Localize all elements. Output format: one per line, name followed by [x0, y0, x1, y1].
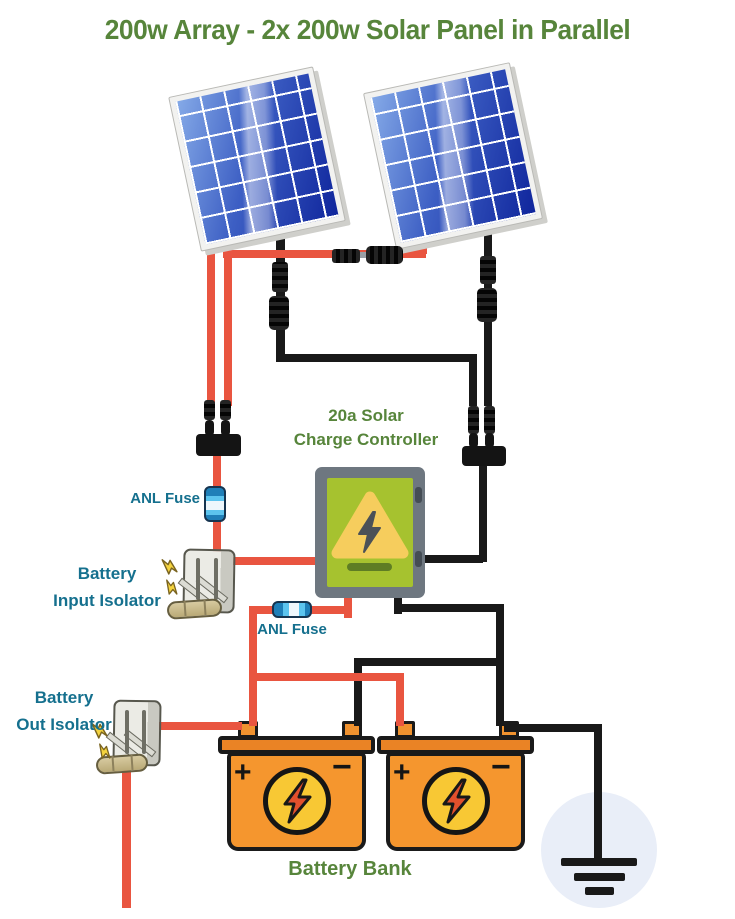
wire-out-isolator-to-battery: [158, 722, 242, 730]
battery1-minus-sign: −: [332, 748, 352, 786]
battery2-minus-sign: −: [491, 748, 511, 786]
out-isolator-label: Battery Out Isolator: [0, 684, 128, 738]
battery1-plus-sign: +: [234, 756, 252, 789]
lightning-bolt-icon: [91, 723, 108, 739]
wire-positive-horizontal: [223, 250, 426, 258]
solar-cells-grid: [175, 73, 339, 245]
wire-controller-negative-out: [394, 592, 402, 614]
mc4-connector-icon: [477, 288, 497, 322]
controller-vent-bar: [347, 563, 392, 571]
ground-icon: [585, 887, 614, 895]
isolator-slot: [142, 710, 146, 754]
input-isolator-label-line2: Input Isolator: [53, 591, 161, 610]
out-isolator-label-line1: Battery: [34, 688, 94, 707]
lightning-bolt-icon: [161, 559, 178, 575]
battery1-bolt-badge: [263, 767, 331, 835]
battery-bank-label: Battery Bank: [288, 858, 412, 880]
wire-battery1-positive: [249, 606, 257, 726]
solar-cells-grid: [370, 69, 536, 243]
mc4-connector-icon: [269, 296, 289, 330]
mc4-connector-icon: [204, 400, 215, 420]
wire-negative-drop: [469, 354, 477, 406]
branch-port-icon: [469, 433, 478, 448]
mc4-pin-icon: [358, 252, 368, 258]
wire-negative-out-horizontal: [394, 604, 504, 612]
lightning-bolt-icon: [166, 579, 178, 595]
wire-out-isolator-down: [122, 766, 131, 908]
battery-lightning-icon: [442, 778, 471, 824]
wire-battery-negative-link: [356, 658, 504, 666]
mc4-connector-icon: [220, 400, 231, 420]
controller-label-line1: 20a Solar: [328, 406, 404, 425]
isolator-slot: [125, 710, 129, 754]
out-isolator-label-line2: Out Isolator: [16, 715, 112, 734]
warning-triangle-bolt-icon: [331, 491, 409, 559]
page-title: 200w Array - 2x 200w Solar Panel in Para…: [104, 14, 631, 45]
controller-label-line2: Charge Controller: [293, 430, 439, 449]
battery2-bolt-badge: [422, 767, 490, 835]
solar-panel-2: [363, 62, 543, 250]
hinge-icon: [415, 487, 422, 503]
branch-port-icon: [221, 420, 230, 436]
mc4-connector-icon: [332, 249, 360, 263]
mc4-connector-icon: [480, 256, 496, 284]
isolator-slot: [214, 558, 218, 600]
anl-fuse-mid-label: ANL Fuse: [257, 621, 327, 638]
y-branch-connector-positive-icon: [196, 434, 241, 456]
hinge-icon: [415, 551, 422, 567]
anl-fuse-top-icon: [204, 486, 226, 522]
input-isolator-label: Battery Input Isolator: [38, 560, 176, 614]
mc4-connector-icon: [366, 246, 403, 264]
wire-controller-positive-out: [344, 592, 352, 618]
wire-ground-vertical: [594, 724, 602, 864]
lightning-bolt-icon: [99, 743, 111, 759]
wire-battery-positive-link: [249, 673, 404, 681]
controller-label: 20a Solar Charge Controller: [256, 404, 476, 452]
wire-controller-negative-in: [425, 555, 483, 563]
wire-negative-horizontal: [276, 354, 477, 362]
battery2-plus-sign: +: [393, 756, 411, 789]
wire-combiner-negative-out: [479, 458, 487, 562]
wire-controller-positive-in: [233, 557, 317, 565]
solar-panel-1: [168, 66, 346, 252]
wire-positive-drop: [224, 250, 232, 406]
anl-fuse-mid-icon: [272, 601, 312, 618]
ground-icon: [561, 858, 637, 866]
wire-ground-horizontal: [504, 724, 602, 732]
ground-icon: [574, 873, 625, 881]
wire-battery1-negative: [354, 658, 362, 726]
isolator-slot: [196, 558, 200, 600]
mc4-connector-icon: [484, 406, 495, 434]
battery-lightning-icon: [283, 778, 312, 824]
branch-port-icon: [205, 420, 214, 436]
mc4-connector-icon: [272, 262, 288, 292]
mc4-connector-icon: [468, 406, 479, 434]
anl-fuse-top-label: ANL Fuse: [130, 490, 200, 507]
wire-pv1-positive: [207, 226, 215, 404]
wire-battery2-positive: [396, 673, 404, 726]
y-branch-connector-negative-icon: [462, 446, 506, 466]
input-isolator-label-line1: Battery: [77, 564, 137, 583]
branch-port-icon: [485, 433, 494, 448]
